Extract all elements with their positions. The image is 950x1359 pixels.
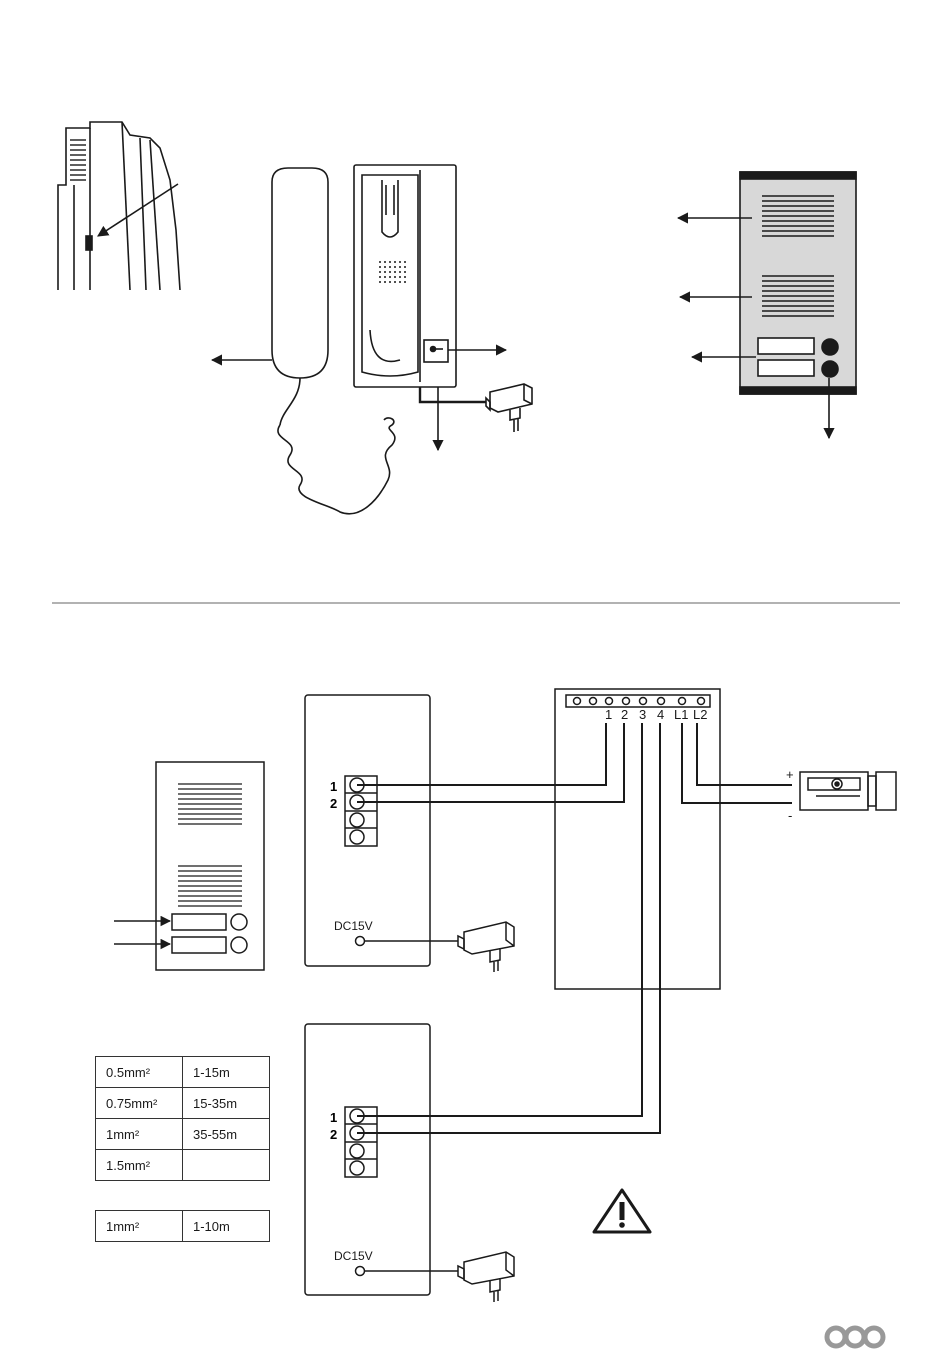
table-row: 1mm² 1-10m: [96, 1211, 270, 1242]
lock-cable-table: 1mm² 1-10m: [95, 1210, 270, 1242]
intercom-side-view: [58, 122, 180, 290]
monitor-top-power-label: DC15V: [334, 919, 373, 933]
monitor-unit-bottom: [305, 1024, 458, 1295]
table-row: 0.75mm² 15-35m: [96, 1088, 270, 1119]
wiring: [357, 723, 792, 1133]
cable-section: 1.5mm²: [96, 1150, 183, 1181]
monitor-bottom-terminal-2: 2: [330, 1127, 337, 1142]
lock-minus-label: -: [788, 808, 792, 823]
table-row: 0.5mm² 1-15m: [96, 1057, 270, 1088]
cable-section: 0.75mm²: [96, 1088, 183, 1119]
monitor-bottom-terminal-1: 1: [330, 1110, 337, 1125]
controller-terminal-l2: L2: [693, 707, 707, 722]
controller-terminal-2: 2: [621, 707, 628, 722]
warning-icon: [594, 1190, 650, 1232]
cable-distance: 35-55m: [183, 1119, 270, 1150]
cable-section: 0.5mm²: [96, 1057, 183, 1088]
brand-logo-icon: [827, 1328, 883, 1346]
door-panel-wiring: [114, 762, 264, 970]
monitor-top-terminal-2: 2: [330, 796, 337, 811]
lock-plus-label: +: [786, 767, 794, 782]
table-row: 1mm² 35-55m: [96, 1119, 270, 1150]
power-adapter-icon: [458, 922, 514, 972]
controller-terminal-l1: L1: [674, 707, 688, 722]
controller-terminal-1: 1: [605, 707, 612, 722]
controller-terminal-3: 3: [639, 707, 646, 722]
door-panel-front: [678, 172, 856, 438]
power-adapter-icon: [486, 384, 532, 432]
monitor-top-terminal-1: 1: [330, 779, 337, 794]
cable-section: 1mm²: [96, 1211, 183, 1242]
cable-section-table: 0.5mm² 1-15m 0.75mm² 15-35m 1mm² 35-55m …: [95, 1056, 270, 1181]
monitor-unit-top: [305, 695, 458, 966]
cable-distance: [183, 1150, 270, 1181]
cable-distance: 15-35m: [183, 1088, 270, 1119]
table-row: 1.5mm²: [96, 1150, 270, 1181]
controller-terminal-4: 4: [657, 707, 664, 722]
controller-box: [555, 689, 720, 989]
intercom-handset: [212, 168, 395, 514]
power-adapter-icon: [458, 1252, 514, 1302]
electric-lock-icon: [800, 772, 896, 810]
cable-distance: 1-10m: [183, 1211, 270, 1242]
cable-section: 1mm²: [96, 1119, 183, 1150]
intercom-base-unit: [354, 165, 506, 450]
monitor-bottom-power-label: DC15V: [334, 1249, 373, 1263]
cable-distance: 1-15m: [183, 1057, 270, 1088]
